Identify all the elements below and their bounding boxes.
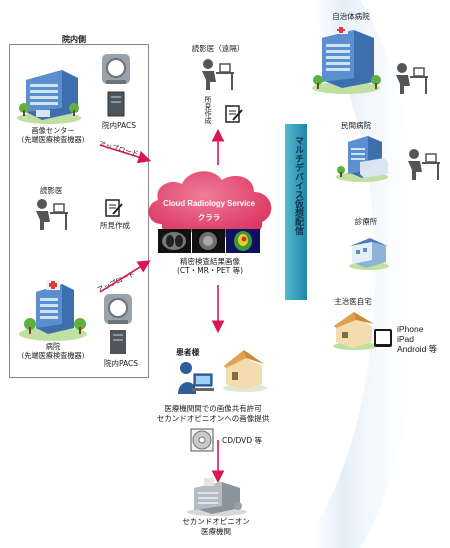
banner-label: マルチデバイス仮想配信 [293, 136, 303, 235]
hospital-building-icon [19, 280, 87, 341]
second-opinion-label-2: 医療機関 [201, 527, 231, 536]
in-hospital-box [9, 44, 149, 378]
pacs-bottom-label: 院内PACS [103, 359, 139, 368]
doctor-home-label: 主治医自宅 [334, 297, 372, 306]
ct-scanner-bottom-icon [104, 294, 132, 324]
municipal-hospital-label: 自治体病院 [332, 12, 370, 21]
report-left-label: 所見作成 [100, 221, 130, 230]
pacs-server-icon [107, 91, 125, 117]
doctor-home-icon [333, 312, 377, 350]
multi-device-banner [285, 124, 307, 300]
in-hospital-label: 院内側 [60, 35, 88, 44]
second-opinion-provision-label: セカンドオピニオンへの画像提供 [156, 414, 270, 423]
clinic-icon [349, 238, 389, 270]
share-permission-label: 医療機関間での画像共有許可 [164, 404, 262, 413]
report-top-label: 所見作成 [204, 96, 212, 124]
cloud-service-shape [148, 171, 272, 240]
pacs-top-label: 院内PACS [101, 121, 137, 130]
hospital-label: 病院 [45, 342, 61, 351]
scan-result-label: 精密検査結果画像 [180, 257, 240, 266]
image-center-sub-label: (先端医療検査機器) [21, 135, 85, 144]
second-opinion-label-1: セカンドオピニオン [182, 517, 250, 526]
delivery-arc-background [300, 0, 420, 548]
device-iphone: iPhone [397, 324, 424, 334]
remote-reader-icon [202, 59, 234, 90]
patient-label: 患者様 [176, 348, 200, 357]
scan-images-icon [158, 229, 260, 253]
private-hospital-label: 民間病院 [341, 121, 371, 130]
patient-at-computer-icon [178, 362, 214, 394]
cd-dvd-icon [190, 428, 214, 452]
municipal-doctor-icon [396, 63, 428, 94]
report-document-top-icon [225, 105, 243, 123]
pacs-server-bottom-icon [110, 330, 126, 354]
cloud-subtitle: クララ [197, 213, 221, 222]
reading-doctor-icon [36, 199, 68, 230]
scan-types-label: (CT・MR・PET 等) [176, 266, 244, 275]
patient-house-icon [223, 350, 267, 392]
ct-scanner-icon [102, 54, 130, 84]
municipal-hospital-icon [312, 26, 381, 94]
device-android: Android 等 [397, 344, 438, 354]
device-ipad: iPad [397, 334, 415, 344]
clinic-label: 診療所 [354, 217, 378, 226]
report-document-icon [105, 199, 123, 217]
remote-reader-label: 読影医（遠隔） [191, 44, 245, 53]
cloud-title: Cloud Radiology Service [163, 199, 255, 208]
cd-dvd-label: CD/DVD 等 [222, 436, 262, 445]
reading-doctor-label: 読影医 [40, 186, 63, 195]
hospital-sub-label: (先端医療検査機器) [21, 351, 85, 360]
tablet-icon [374, 329, 392, 347]
second-opinion-building-icon [187, 478, 247, 516]
image-center-building-icon [17, 70, 81, 124]
private-doctor-icon [408, 149, 440, 180]
private-hospital-icon [336, 136, 388, 182]
image-center-label: 画像センター [31, 126, 75, 135]
